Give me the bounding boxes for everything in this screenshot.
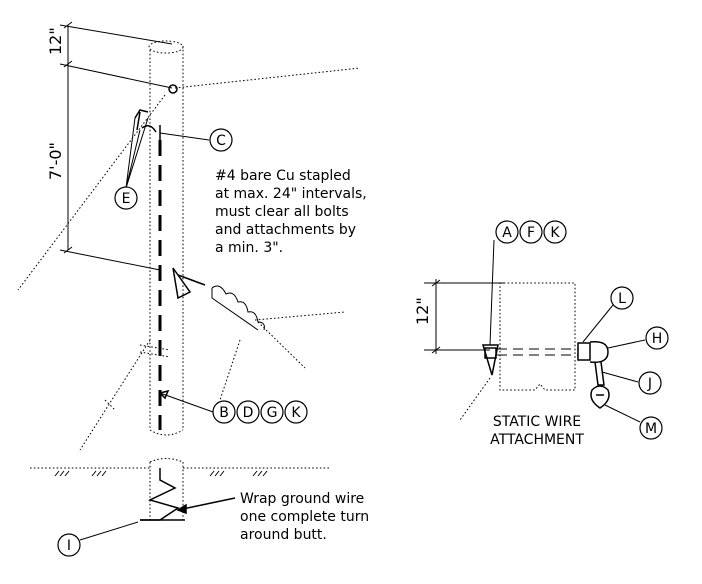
ground-hatch [54,470,268,477]
svg-text:#4 bare Cu stapled: #4 bare Cu stapled [215,168,351,184]
insulator-assembly [172,267,346,401]
svg-text:A: A [502,225,512,241]
pole-elevation: 12" 7'-0" C [17,21,369,557]
static-clamp [577,340,610,409]
svg-text:one complete turn: one complete turn [240,509,369,525]
butt-wrap [140,468,180,521]
pole-outline [149,46,184,430]
svg-text:a min. 3".: a min. 3". [215,240,283,256]
dimension-7ft: 7'-0" [46,142,65,180]
svg-text:G: G [267,405,278,421]
svg-text:K: K [550,225,560,241]
note-ground-wire: #4 bare Cu stapled at max. 24" intervals… [215,168,367,256]
svg-text:J: J [647,376,652,392]
svg-text:D: D [243,405,254,421]
svg-text:must clear all bolts: must clear all bolts [215,204,349,220]
dimension-top-12in: 12" [46,27,65,55]
guy-line-left [17,94,166,291]
svg-text:F: F [527,225,535,241]
svg-text:M: M [645,421,657,437]
callout-i: I [57,521,139,557]
pole-section [499,282,576,391]
svg-text:H: H [652,331,663,347]
bracket-e [134,109,157,133]
static-caption-line1: STATIC WIRE [493,414,581,430]
pole-base-curve [149,429,184,436]
svg-text:at max. 24" intervals,: at max. 24" intervals, [215,186,367,202]
callout-bdgk: B D G K [158,389,308,424]
callout-m: M [604,404,663,440]
pole-top [148,40,184,54]
dimension-static-12in: 12" [413,297,432,325]
static-wire-attachment: 12" A F K L [413,220,669,448]
svg-text:Wrap ground wire: Wrap ground wire [240,491,364,507]
callout-j: J [601,371,662,395]
svg-text:and attachments by: and attachments by [215,222,356,238]
guy-line-upper [174,67,361,89]
svg-text:C: C [216,133,226,149]
callout-l: L [582,286,634,343]
svg-text:L: L [618,291,626,307]
pole-butt [149,462,184,520]
svg-text:E: E [122,191,131,207]
svg-text:K: K [291,405,301,421]
callout-e: E [114,117,149,210]
svg-text:B: B [219,405,229,421]
callout-h: H [607,326,669,350]
svg-text:around butt.: around butt. [240,527,327,543]
callout-c: C [159,128,233,152]
svg-text:I: I [67,538,71,554]
callout-afk: A F K [489,220,567,346]
note-wrap: Wrap ground wire one complete turn aroun… [176,491,369,543]
static-caption-line2: ATTACHMENT [490,432,584,448]
attachment-bolt-top [168,84,178,94]
